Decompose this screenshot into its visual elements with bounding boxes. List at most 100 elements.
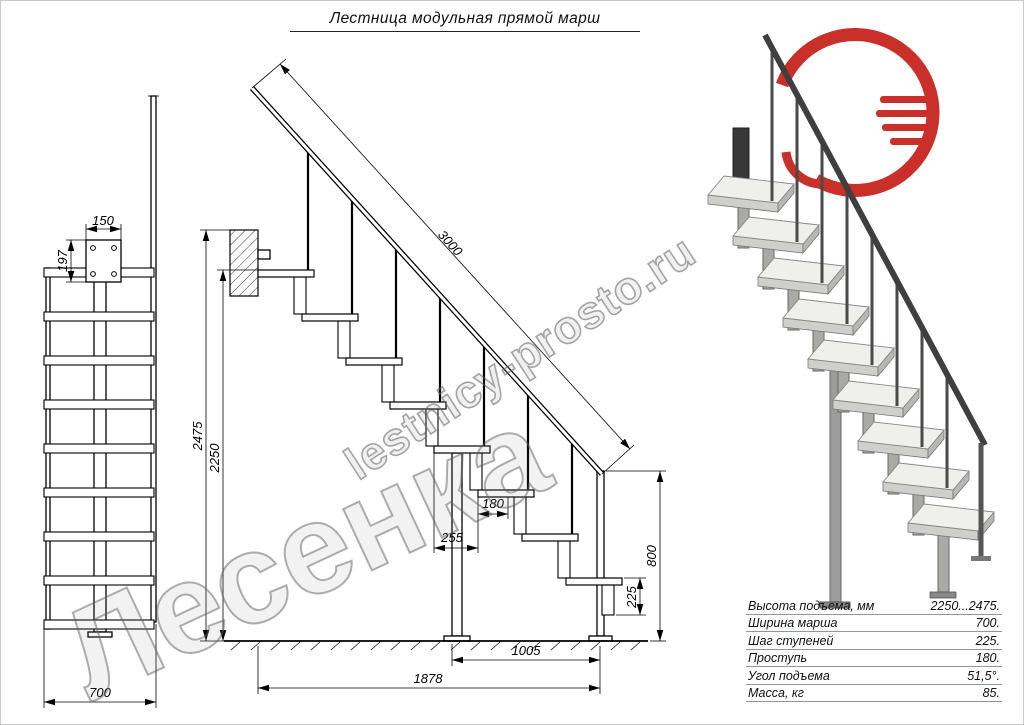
floor-hatch — [230, 641, 641, 651]
front-step — [43, 355, 155, 366]
spec-row: Ширина марша 700. — [746, 615, 1002, 632]
front-dimensions: 150 197 700 — [43, 213, 157, 708]
spec-row: Шаг ступеней 225. — [746, 632, 1002, 650]
dim-plate-width: 150 — [92, 213, 114, 228]
dim-plate-height: 197 — [55, 249, 70, 271]
side-tread — [477, 489, 535, 498]
bolt-hole — [111, 245, 117, 251]
front-step — [43, 311, 155, 322]
iso-view-3d — [707, 27, 995, 609]
spec-label: Шаг ступеней — [748, 633, 834, 648]
spec-label: Масса, кг — [748, 686, 804, 700]
floor-hatch-tick — [290, 641, 301, 651]
front-step — [43, 619, 155, 630]
front-view: 150 197 700 — [43, 95, 159, 708]
iso-spine — [937, 531, 950, 593]
iso-wall-bracket — [732, 127, 750, 181]
dim-tread-depth: 180 — [482, 496, 504, 511]
floor-hatch-tick — [330, 641, 341, 651]
side-spine — [381, 364, 395, 403]
dim-module-span: 255 — [440, 530, 463, 545]
spec-value: 51,5°. — [967, 668, 1000, 683]
spec-label: Угол подъема — [748, 668, 830, 683]
floor-hatch-tick — [390, 641, 401, 651]
spec-value: 2250...2475. — [930, 598, 1000, 613]
logo-stripe — [890, 138, 928, 145]
side-tread — [345, 357, 403, 366]
floor-hatch-tick — [490, 641, 501, 651]
floor-hatch-tick — [530, 641, 541, 651]
spec-row: Высота подъема, мм 2250...2475. — [746, 597, 1002, 615]
floor-hatch-tick — [510, 641, 521, 651]
side-spine — [513, 496, 527, 535]
iso-balusters — [770, 48, 949, 488]
spec-value: 225. — [975, 633, 1000, 648]
side-tread — [433, 445, 491, 454]
front-spine — [93, 245, 107, 633]
floor-hatch-tick — [430, 641, 441, 651]
bolt-hole — [90, 271, 96, 277]
side-spine — [557, 540, 571, 579]
front-step — [43, 399, 155, 410]
floor-hatch-tick — [410, 641, 421, 651]
drawing-title: Лестница модульная прямой марш — [290, 10, 640, 32]
logo-crescent — [781, 151, 825, 189]
side-view: 2475 2250 3000 180 255 — [190, 58, 666, 694]
side-tread — [301, 313, 359, 322]
floor-hatch-tick — [370, 641, 381, 651]
logo-swoosh — [775, 27, 940, 197]
brand-logo — [775, 27, 940, 197]
floor-hatch-tick — [310, 641, 321, 651]
spec-label: Проступь — [748, 651, 808, 665]
front-step — [43, 443, 155, 454]
dim-total-height: 2475 — [190, 421, 205, 452]
side-tread — [521, 533, 579, 542]
side-spine — [293, 276, 307, 315]
floor-hatch-tick — [470, 641, 481, 651]
bolt-hole — [111, 271, 117, 277]
spec-row: Угол подъема 51,5°. — [746, 667, 1002, 685]
floor-hatch-tick — [630, 641, 641, 651]
floor-hatch-tick — [450, 641, 461, 651]
dim-total-run: 1878 — [414, 671, 444, 686]
dim-floor-height: 2250 — [207, 443, 222, 474]
side-spine — [601, 584, 615, 616]
iso-tread-top — [907, 503, 995, 532]
iso-base-plate — [929, 591, 957, 599]
floor-hatch-tick — [550, 641, 561, 651]
side-tread — [257, 269, 315, 278]
front-step — [43, 487, 155, 498]
logo-stripe — [882, 124, 934, 131]
spec-value: 85. — [982, 686, 1000, 700]
logo-stripe — [876, 110, 938, 117]
side-spine — [425, 408, 439, 447]
side-spine — [469, 452, 483, 491]
side-tread — [565, 577, 623, 586]
spec-value: 180. — [975, 651, 1000, 665]
floor-hatch-tick — [350, 641, 361, 651]
iso-support-base — [819, 601, 851, 609]
floor-hatch-tick — [250, 641, 261, 651]
dim-flight-width: 700 — [89, 685, 111, 700]
iso-handrail — [762, 33, 988, 447]
floor-hatch-tick — [270, 641, 281, 651]
front-base-plate — [87, 631, 113, 638]
side-tread — [389, 401, 447, 410]
wall-bracket — [257, 249, 271, 260]
wall-section — [229, 229, 259, 297]
floor-hatch-tick — [610, 641, 621, 651]
floor-hatch-tick — [230, 641, 241, 651]
floor-hatch-tick — [590, 641, 601, 651]
spec-row: Масса, кг 85. — [746, 685, 1002, 702]
side-dimensions: 2475 2250 3000 180 255 — [190, 58, 666, 694]
dim-step-rise: 225 — [624, 585, 639, 608]
spec-table: Высота подъема, мм 2250...2475. Ширина м… — [746, 597, 1002, 702]
front-step — [43, 575, 155, 586]
dim-post-height: 800 — [644, 544, 659, 566]
logo-stripe — [880, 96, 936, 103]
front-step — [43, 531, 155, 542]
iso-rail-post-base — [971, 556, 991, 561]
spec-label: Высота подъема, мм — [748, 598, 875, 613]
